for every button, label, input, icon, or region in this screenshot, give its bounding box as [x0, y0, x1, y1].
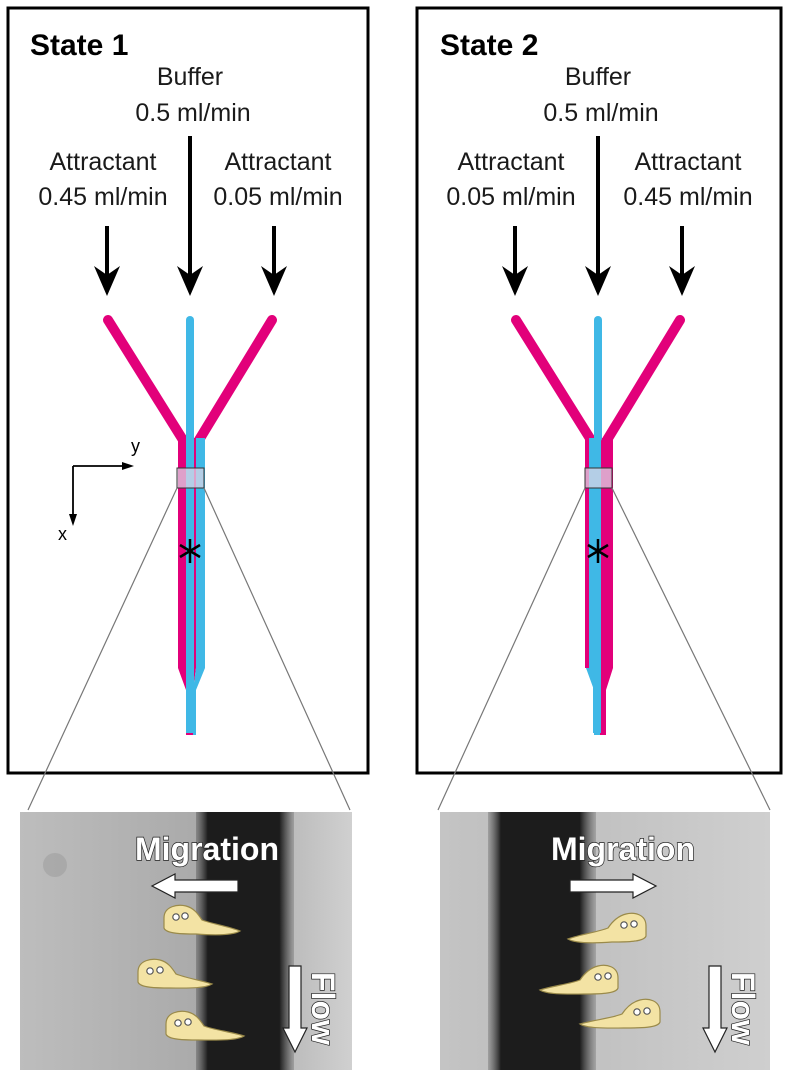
- down-arrow-icon: [177, 136, 203, 296]
- state-1-title: State 1: [30, 29, 128, 62]
- state-1-migration-label: Migration: [135, 831, 279, 867]
- migration-arrow-icon: [150, 873, 239, 899]
- flow-arrow-icon: [702, 965, 728, 1054]
- state-2-left-inlet-label: Attractant: [458, 148, 565, 176]
- down-arrow-icon: [585, 136, 611, 296]
- state-1-buffer-rate: 0.5 ml/min: [135, 99, 250, 127]
- down-arrow-icon: [669, 226, 695, 296]
- cell-icon: [163, 904, 242, 936]
- state-1-right-inlet-label: Attractant: [225, 148, 332, 176]
- state-1-buffer-label: Buffer: [157, 63, 223, 91]
- cell-icon: [137, 958, 214, 989]
- state-2-buffer-label: Buffer: [565, 63, 631, 91]
- state-2-buffer-rate: 0.5 ml/min: [543, 99, 658, 127]
- cell-icon: [165, 1010, 246, 1041]
- flow-arrow-icon: [282, 965, 308, 1054]
- state-2-panel: State 2 Buffer 0.5 ml/min Attractant 0.0…: [415, 6, 783, 1070]
- cell-icon: [578, 998, 661, 1029]
- cell-icon: [538, 964, 619, 995]
- cell-icon: [566, 912, 647, 944]
- state-1-microfluidic-channel: [103, 315, 277, 735]
- zoom-line: [27, 487, 178, 811]
- zoom-line: [203, 487, 351, 811]
- state-1-panel: State 1 Buffer 0.5 ml/min Attractant 0.4…: [6, 6, 370, 1070]
- state-1-flow-label: Flow: [305, 972, 341, 1045]
- state-2-left-inlet-rate: 0.05 ml/min: [446, 183, 575, 211]
- state-2-microfluidic-channel: [511, 315, 685, 735]
- migration-arrow-icon: [569, 873, 658, 899]
- down-arrow-icon: [94, 226, 120, 296]
- y-axis-label: y: [131, 436, 140, 456]
- zoom-line: [611, 487, 771, 811]
- state-2-flow-label: Flow: [725, 972, 761, 1045]
- state-2-title: State 2: [440, 29, 538, 62]
- asterisk-icon: [587, 539, 609, 563]
- asterisk-icon: [179, 539, 201, 563]
- state-2-right-inlet-label: Attractant: [635, 148, 742, 176]
- x-axis-label: x: [58, 524, 67, 544]
- state-2-right-inlet-rate: 0.45 ml/min: [623, 183, 752, 211]
- down-arrow-icon: [502, 226, 528, 296]
- axis-icon: y x: [58, 436, 140, 544]
- zoom-line: [437, 487, 586, 811]
- state-1-right-inlet-rate: 0.05 ml/min: [213, 183, 342, 211]
- state-2-migration-label: Migration: [551, 831, 695, 867]
- down-arrow-icon: [261, 226, 287, 296]
- state-1-left-inlet-label: Attractant: [50, 148, 157, 176]
- state-1-left-inlet-rate: 0.45 ml/min: [38, 183, 167, 211]
